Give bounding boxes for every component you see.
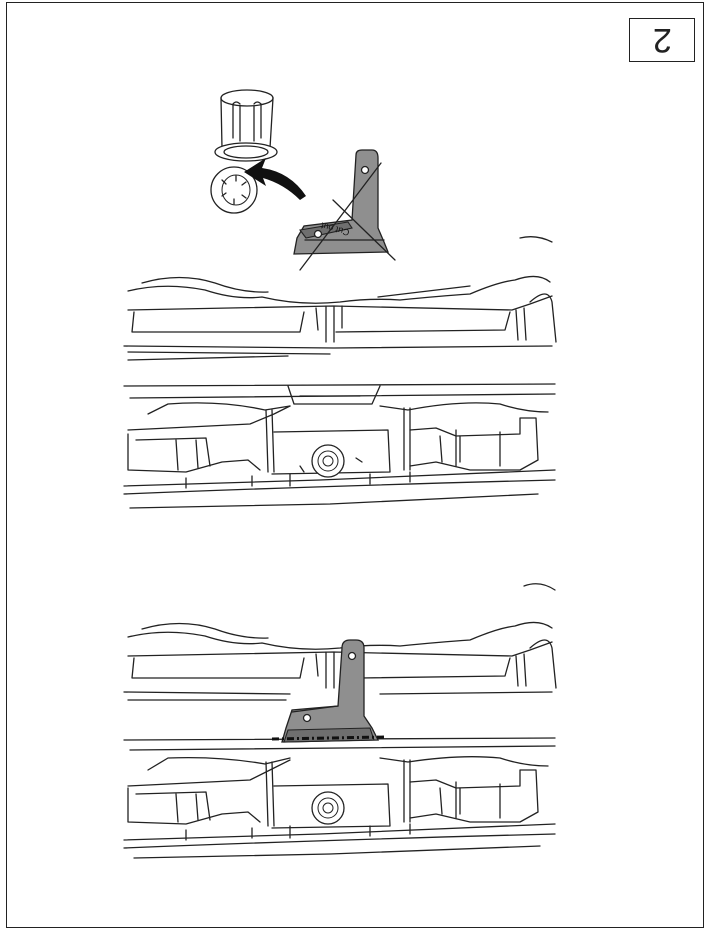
- chassis-lower-rail: [123, 583, 557, 701]
- chassis-lower-frame: [123, 737, 556, 859]
- cut-out-cross-icon: [299, 162, 396, 271]
- step-number-box: 2: [629, 18, 695, 62]
- fastener-clip-icon: [210, 89, 278, 214]
- dashed-cut-line-icon: [271, 735, 387, 741]
- insert-arrow-icon: [244, 158, 306, 200]
- bracket-cut-out: Cut out: [293, 149, 389, 255]
- page-frame: [6, 2, 704, 928]
- chassis-upper-frame: [123, 383, 556, 509]
- chassis-upper-rail: [123, 236, 557, 361]
- bracket-installed: [281, 639, 380, 743]
